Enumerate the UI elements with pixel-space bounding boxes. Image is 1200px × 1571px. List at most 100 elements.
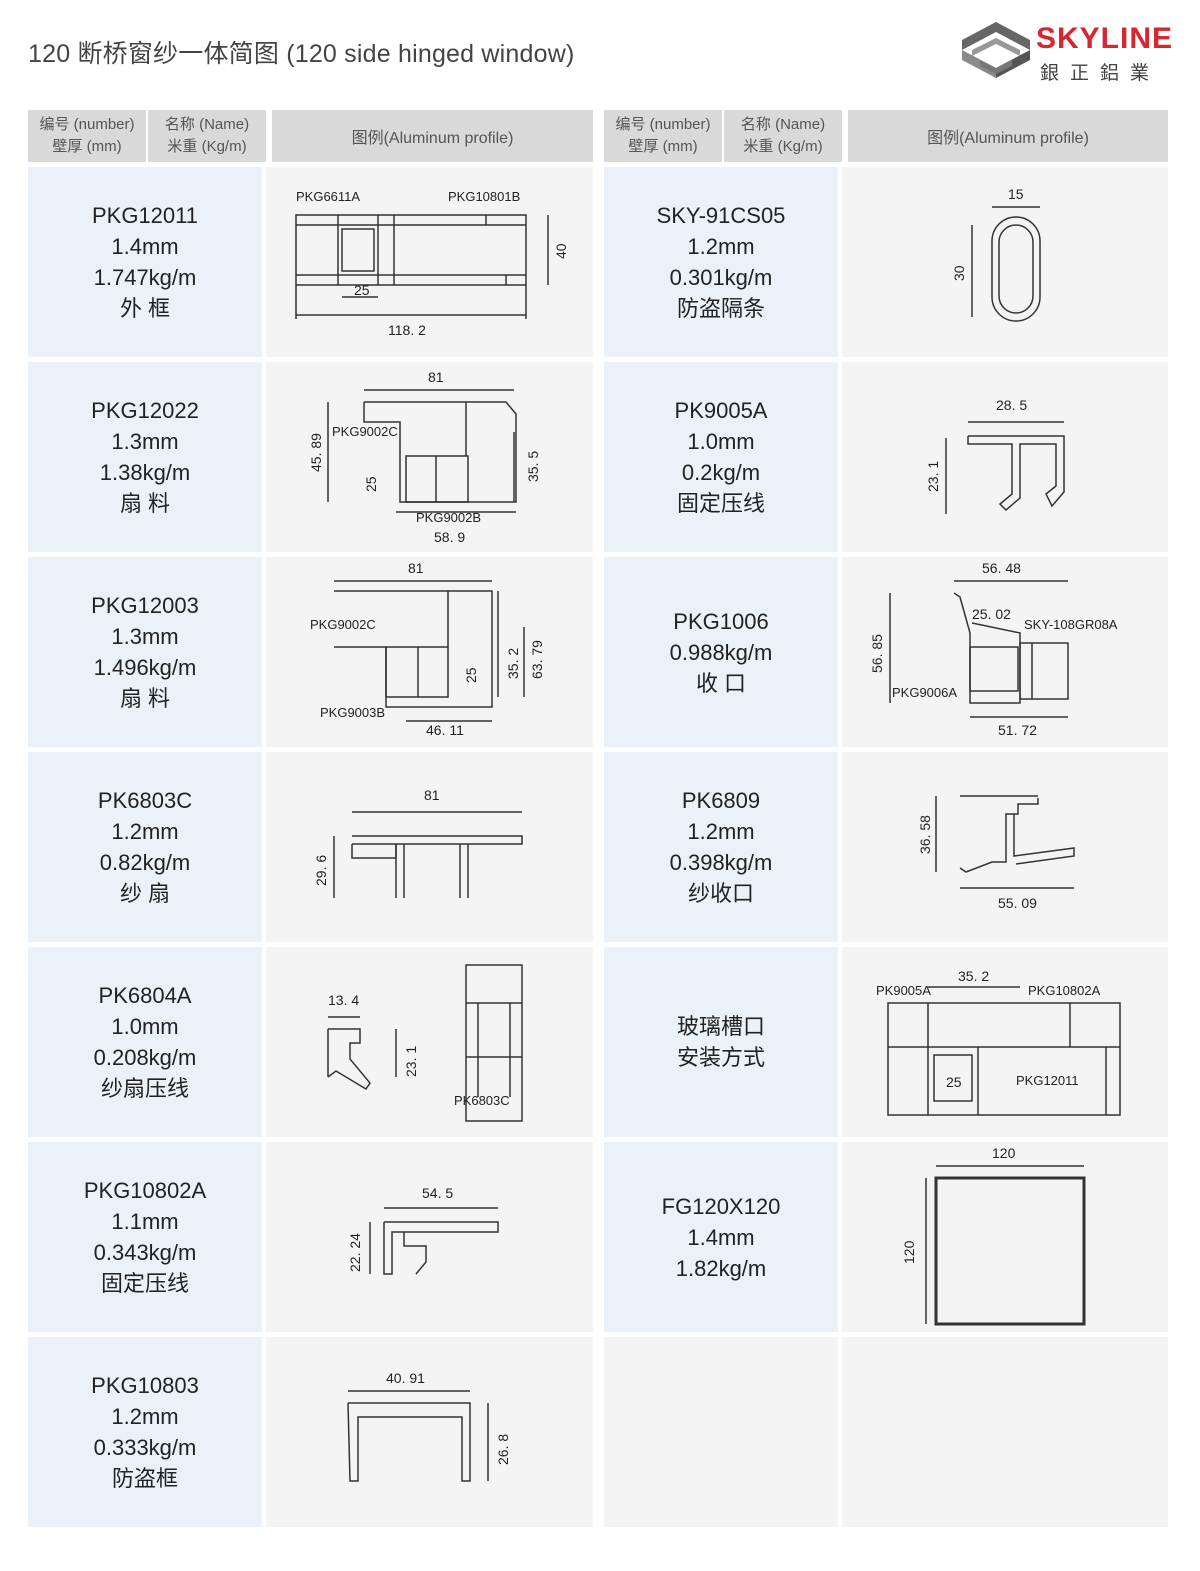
- profile-code: PK6804A: [98, 983, 192, 1008]
- profile-drawing: 81 PKG9002C 45. 89 25 35. 5 PKG9002B 58.…: [266, 362, 593, 552]
- table-row: PK6804A 1.0mm 0.208kg/m 纱扇压线 13. 4 23. 1…: [28, 947, 593, 1137]
- profile-thickness: 1.4mm: [111, 234, 179, 259]
- dim-label: 54. 5: [422, 1185, 453, 1201]
- header-number-cell: 编号 (number) 壁厚 (mm): [28, 110, 146, 162]
- table-row: PKG12003 1.3mm 1.496kg/m 扇 料 81 PKG9002C: [28, 557, 593, 747]
- dim-label: PKG9002C: [332, 424, 398, 439]
- profile-info: PKG1006 0.988kg/m 收 口: [604, 557, 838, 747]
- profile-code: PKG10803: [91, 1373, 199, 1398]
- profile-weight: 1.82kg/m: [675, 1255, 767, 1281]
- profile-weight: 1.496kg/m: [93, 655, 197, 680]
- profile-drawing: 40. 91 26. 8: [266, 1337, 593, 1527]
- header-profile: 图例(Aluminum profile): [848, 110, 1168, 162]
- profile-weight: 0.82kg/m: [99, 850, 191, 875]
- profile-code: PKG1006: [673, 608, 769, 634]
- profile-info: PKG12003 1.3mm 1.496kg/m 扇 料: [28, 557, 262, 747]
- header-number: 编号 (number): [39, 116, 135, 133]
- profile-name: 防盗隔条: [676, 296, 765, 321]
- profile-code: PK9005A: [674, 398, 768, 423]
- profile-code: 玻璃槽口: [676, 1014, 765, 1039]
- profile-code: PKG12003: [91, 593, 199, 618]
- profile-drawing: 120 120: [842, 1142, 1168, 1332]
- profile-drawing: 13. 4 23. 1 PK6803C: [266, 947, 593, 1137]
- profile-drawing: 28. 5 23. 1: [842, 362, 1168, 552]
- dim-label: 81: [424, 787, 440, 803]
- dim-label: 26. 8: [495, 1434, 511, 1465]
- dim-label: PKG10802A: [1028, 983, 1101, 998]
- profile-thickness: 1.1mm: [111, 1209, 179, 1234]
- header-number: 编号 (number): [615, 116, 711, 133]
- dim-label: PKG9002C: [310, 617, 376, 632]
- table-row: PKG12011 1.4mm 1.747kg/m 外 框 PKG6611A: [28, 167, 593, 357]
- profile-weight: 0.343kg/m: [93, 1240, 197, 1265]
- empty-drawing-cell: [842, 1337, 1168, 1527]
- table-row: FG120X120 1.4mm 1.82kg/m 120 120: [604, 1142, 1168, 1332]
- profile-code: PK6809: [681, 788, 761, 813]
- dim-label: 25. 02: [972, 606, 1011, 622]
- profile-code: PKG10802A: [83, 1178, 207, 1203]
- dim-label: 120: [901, 1240, 917, 1264]
- dim-label: 13. 4: [328, 992, 359, 1008]
- header-thickness: 壁厚 (mm): [52, 138, 122, 155]
- dim-label: 22. 24: [347, 1233, 363, 1272]
- skyline-logo-icon: [962, 22, 1030, 78]
- table-header: 编号 (number) 壁厚 (mm) 名称 (Name) 米重 (Kg/m) …: [28, 110, 593, 162]
- profile-name: 收 口: [695, 670, 747, 696]
- profile-weight: 1.38kg/m: [99, 460, 191, 485]
- table-row: SKY-91CS05 1.2mm 0.301kg/m 防盗隔条 15 30: [604, 167, 1168, 357]
- profile-info: PK6809 1.2mm 0.398kg/m 纱收口: [604, 752, 838, 942]
- profile-thickness: 1.2mm: [687, 234, 755, 259]
- profile-weight: 0.333kg/m: [93, 1435, 197, 1460]
- dim-label: SKY-108GR08A: [1024, 617, 1118, 632]
- dim-label: 81: [408, 560, 424, 576]
- profile-weight: 0.2kg/m: [681, 460, 761, 485]
- table-row: PKG1006 0.988kg/m 收 口 56. 48 25. 02 SKY-…: [604, 557, 1168, 747]
- dim-label: 23. 1: [403, 1046, 419, 1077]
- profile-weight: 1.747kg/m: [93, 265, 197, 290]
- profile-name: 扇 料: [119, 491, 171, 516]
- profile-info: PK6804A 1.0mm 0.208kg/m 纱扇压线: [28, 947, 262, 1137]
- brand-logo: SKYLINE 銀正鋁業: [958, 20, 1178, 86]
- profile-thickness: 1.2mm: [111, 819, 179, 844]
- dim-label: 118. 2: [388, 322, 426, 338]
- table-row: PK9005A 1.0mm 0.2kg/m 固定压线 28. 5 23. 1: [604, 362, 1168, 552]
- profile-thickness: 1.0mm: [111, 1014, 179, 1039]
- dim-label: 45. 89: [308, 433, 324, 472]
- table-row: PKG10803 1.2mm 0.333kg/m 防盗框 40. 91 26. …: [28, 1337, 593, 1527]
- dim-label: 51. 72: [998, 722, 1037, 738]
- profile-name: 纱扇压线: [100, 1076, 189, 1101]
- profile-info: FG120X120 1.4mm 1.82kg/m: [604, 1142, 838, 1332]
- dim-label: 23. 1: [925, 461, 941, 492]
- right-table: 编号 (number) 壁厚 (mm) 名称 (Name) 米重 (Kg/m) …: [604, 110, 1168, 1527]
- dim-label: 36. 58: [917, 815, 933, 854]
- profile-info: PKG10802A 1.1mm 0.343kg/m 固定压线: [28, 1142, 262, 1332]
- dim-label: 56. 85: [869, 634, 885, 673]
- profile-thickness: 1.3mm: [111, 429, 179, 454]
- dim-label: PKG10801B: [448, 189, 520, 204]
- profile-thickness: 1.0mm: [687, 429, 755, 454]
- dim-label: 15: [1008, 186, 1024, 202]
- profile-name: 纱 扇: [119, 881, 171, 906]
- dim-label: 81: [428, 369, 444, 385]
- profile-name: 防盗框: [111, 1466, 178, 1491]
- dim-label: 35. 5: [525, 451, 541, 482]
- dim-label: 25: [354, 282, 370, 298]
- header-weight: 米重 (Kg/m): [743, 138, 823, 155]
- table-header: 编号 (number) 壁厚 (mm) 名称 (Name) 米重 (Kg/m) …: [604, 110, 1168, 162]
- profile-drawing: 36. 58 55. 09: [842, 752, 1168, 942]
- profile-name: 扇 料: [119, 686, 171, 711]
- profile-weight: 0.398kg/m: [669, 850, 773, 875]
- dim-label: 40. 91: [386, 1370, 425, 1386]
- profile-code: PKG12011: [91, 203, 198, 228]
- header-profile: 图例(Aluminum profile): [272, 110, 593, 162]
- dim-label: 29. 6: [313, 855, 329, 886]
- profile-weight: 0.301kg/m: [669, 265, 773, 290]
- profile-drawing: PK9005A 35. 2 PKG10802A 25 PKG12011: [842, 947, 1168, 1137]
- dim-label: 58. 9: [434, 529, 465, 545]
- profile-name: 纱收口: [687, 881, 754, 906]
- profile-weight: 0.208kg/m: [93, 1045, 197, 1070]
- dim-label: 56. 48: [982, 560, 1021, 576]
- profile-code: SKY-91CS05: [656, 203, 786, 228]
- header-number-cell: 编号 (number) 壁厚 (mm): [604, 110, 722, 162]
- profile-drawing: 56. 48 25. 02 SKY-108GR08A 56. 85 PKG900…: [842, 557, 1168, 747]
